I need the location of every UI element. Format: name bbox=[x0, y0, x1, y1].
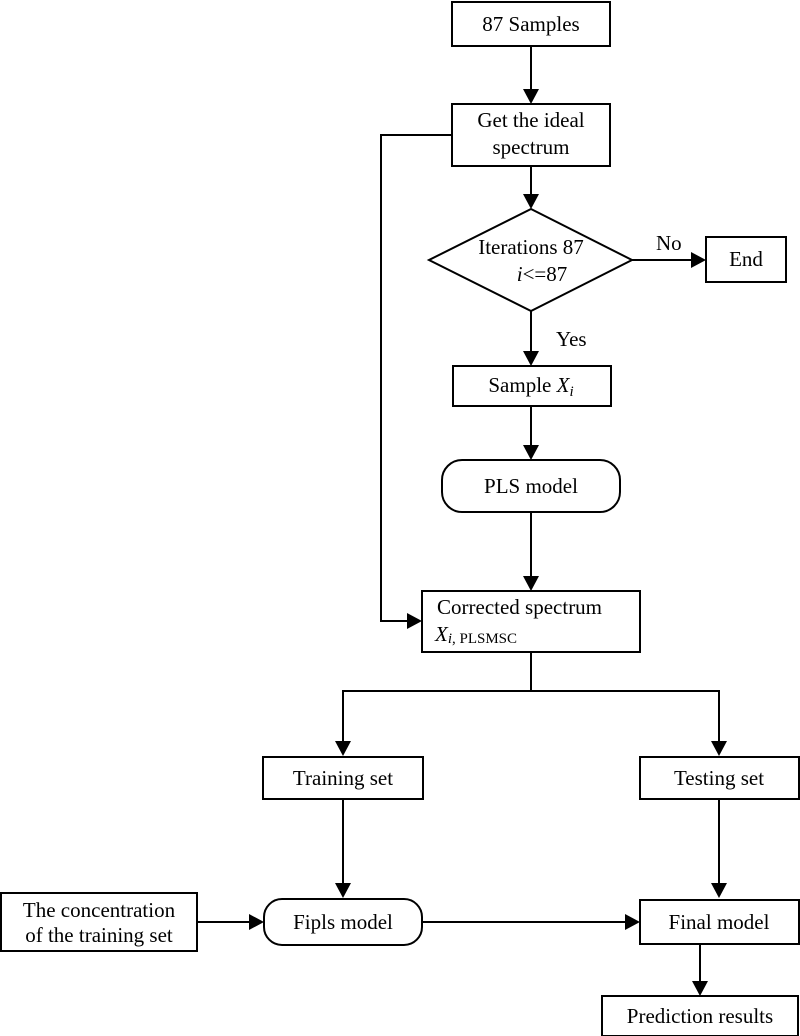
node-decision: Iterations 87 i<=87 bbox=[426, 207, 635, 313]
node-concentration-line2: of the training set bbox=[25, 923, 173, 947]
node-corrected-line1: Corrected spectrum bbox=[437, 595, 602, 619]
arrowhead bbox=[523, 445, 539, 460]
node-fipls-label: Fipls model bbox=[293, 910, 393, 934]
connectors bbox=[197, 46, 727, 996]
node-training-set: Training set bbox=[262, 756, 424, 800]
arrowhead bbox=[711, 883, 727, 898]
node-final-label: Final model bbox=[669, 910, 770, 934]
node-end: End bbox=[705, 236, 787, 283]
arrowhead bbox=[335, 741, 351, 756]
arrowhead bbox=[249, 914, 264, 930]
node-sample-xi: Sample Xi bbox=[452, 365, 612, 407]
node-pls-label: PLS model bbox=[484, 474, 578, 498]
node-corrected-line2: Xi, PLSMSC bbox=[434, 622, 517, 647]
node-prediction-label: Prediction results bbox=[627, 1004, 773, 1028]
node-testing-set: Testing set bbox=[639, 756, 800, 800]
node-samples: 87 Samples bbox=[451, 1, 611, 47]
node-concentration-line1: The concentration bbox=[23, 898, 176, 922]
node-samples-label: 87 Samples bbox=[482, 12, 579, 36]
node-end-label: End bbox=[729, 247, 763, 271]
edge-split bbox=[342, 690, 720, 741]
arrowhead bbox=[711, 741, 727, 756]
arrowhead bbox=[523, 89, 539, 104]
arrowhead bbox=[625, 914, 640, 930]
node-fipls-model: Fipls model bbox=[263, 898, 423, 946]
arrowhead bbox=[691, 252, 706, 268]
arrowhead bbox=[335, 883, 351, 898]
edge-label-yes: Yes bbox=[556, 327, 587, 351]
edge-label-no: No bbox=[656, 231, 682, 255]
arrowhead bbox=[692, 981, 708, 996]
node-ideal-line1: Get the ideal bbox=[477, 108, 584, 132]
node-decision-line2: i<=87 bbox=[517, 262, 568, 286]
node-sample-xi-label: Sample Xi bbox=[488, 373, 573, 400]
node-ideal-spectrum: Get the ideal spectrum bbox=[451, 103, 611, 167]
arrowhead bbox=[523, 351, 539, 366]
edge-ideal-corrected bbox=[380, 134, 453, 622]
node-training-label: Training set bbox=[293, 766, 393, 790]
node-decision-line1: Iterations 87 bbox=[478, 235, 584, 259]
arrowhead bbox=[523, 576, 539, 591]
arrowhead bbox=[407, 613, 422, 629]
node-testing-label: Testing set bbox=[674, 766, 764, 790]
node-ideal-line2: spectrum bbox=[493, 135, 570, 159]
node-pls-model: PLS model bbox=[441, 459, 621, 513]
node-corrected-spectrum: Corrected spectrum Xi, PLSMSC bbox=[421, 590, 641, 653]
node-concentration: The concentration of the training set bbox=[0, 892, 198, 952]
node-prediction-results: Prediction results bbox=[601, 995, 799, 1036]
arrowhead bbox=[523, 194, 539, 209]
node-final-model: Final model bbox=[639, 899, 800, 945]
